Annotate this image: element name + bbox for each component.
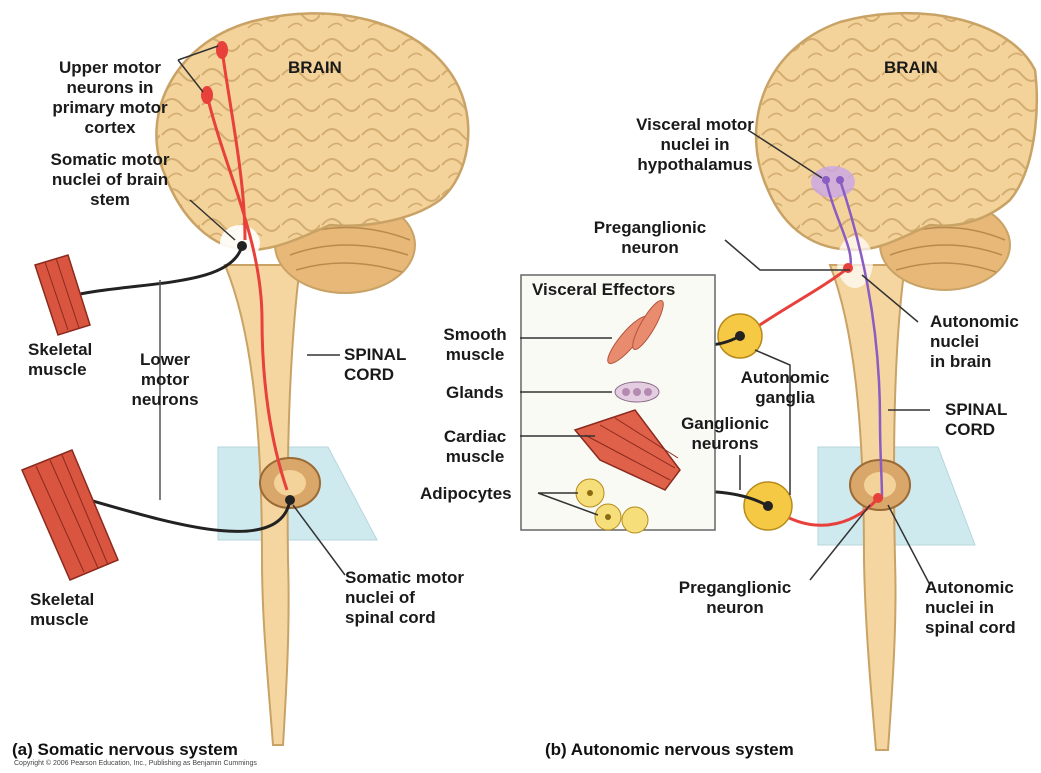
hypothalamus-nuclei: [811, 166, 855, 198]
caption-b: (b) Autonomic nervous system: [545, 740, 794, 760]
upper-motor-neurons-label: Upper motor neurons in primary motor cor…: [40, 58, 180, 138]
gland-cells: [615, 382, 659, 402]
autonomic-nuclei-cord-label: Autonomic nuclei in spinal cord: [925, 578, 1016, 638]
skeletal-muscle-top-label: Skeletal muscle: [28, 340, 92, 380]
autonomic-ganglia-label: Autonomic ganglia: [730, 368, 840, 408]
brain-label-b: BRAIN: [884, 58, 938, 78]
lower-motor-neurons-label: Lower motor neurons: [120, 350, 210, 410]
smooth-muscle-label: Smooth muscle: [430, 325, 520, 365]
visceral-effectors-title: Visceral Effectors: [532, 280, 675, 300]
preganglionic-neuron-top-label: Preganglionic neuron: [575, 218, 725, 258]
spinal-cord-label-b: SPINAL CORD: [945, 400, 1007, 440]
lower-motor-neuron-top: [62, 246, 242, 298]
glands-label: Glands: [446, 383, 504, 403]
brain-label-a: BRAIN: [288, 58, 342, 78]
cardiac-muscle-label: Cardiac muscle: [430, 427, 520, 467]
copyright-notice: Copyright © 2006 Pearson Education, Inc.…: [14, 760, 257, 767]
preganglionic-neuron-bottom-label: Preganglionic neuron: [660, 578, 810, 618]
ganglionic-neurons-label: Ganglionic neurons: [670, 414, 780, 454]
somatic-motor-nuclei-brainstem-label: Somatic motor nuclei of brain stem: [30, 150, 190, 210]
adipocytes-label: Adipocytes: [420, 484, 512, 504]
visceral-motor-nuclei-label: Visceral motor nuclei in hypothalamus: [615, 115, 775, 175]
skeletal-muscle-bottom-a: [22, 450, 118, 580]
visceral-effectors-box: [521, 275, 715, 530]
skeletal-muscle-bottom-label: Skeletal muscle: [30, 590, 94, 630]
preganglionic-axon-top: [745, 268, 848, 335]
caption-a: (a) Somatic nervous system: [12, 740, 238, 760]
autonomic-nuclei-brain-label: Autonomic nuclei in brain: [930, 312, 1019, 372]
spinal-cord-label-a: SPINAL CORD: [344, 345, 406, 385]
somatic-motor-nuclei-cord-label: Somatic motor nuclei of spinal cord: [345, 568, 464, 628]
